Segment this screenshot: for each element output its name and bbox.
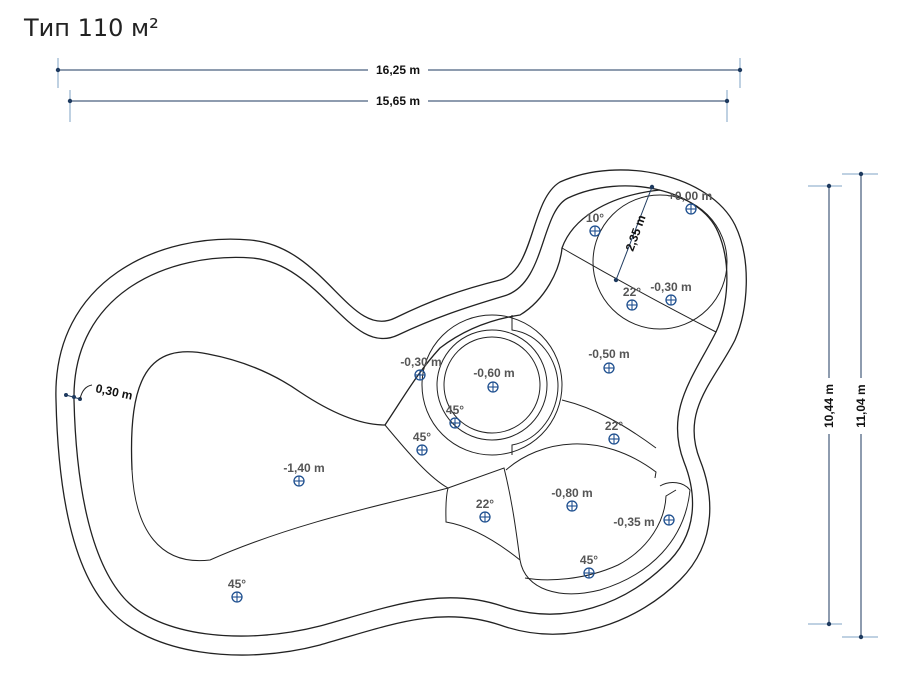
round-step-mid [436,329,548,441]
deep-zone-wall [131,424,450,562]
inner-width-label: 10,44 m [822,384,836,428]
svg-text:45°: 45° [413,430,431,444]
depth-marker-d5: -0,60 m [473,366,515,393]
angle-marker-a8: 45° [228,577,246,603]
angle-marker-a5: 22° [605,419,623,445]
inner-length-label: 15,65 m [376,94,420,108]
middle-divider-1 [561,399,657,449]
depth-marker-d7: -0,80 m [551,486,593,512]
step-divider-lower [445,487,521,561]
depth-marker-d6: -1,40 m [283,461,325,487]
angle-marker-a2: 22° [623,285,641,311]
curved-steps-outer [519,482,691,595]
depth-marker-d8: -0,35 m [613,514,675,529]
svg-text:22°: 22° [605,419,623,433]
angle-marker-a3: 45° [446,403,464,429]
depth-marker-d4: -0,30 m [400,355,442,381]
pool-wall-inner-edge [73,185,728,637]
upper-spa-circle [592,194,728,330]
svg-text:-0,35 m: -0,35 m [613,515,654,529]
overall-length-dimension: 16,25 m [55,58,743,88]
svg-text:22°: 22° [623,285,641,299]
overall-width-dimension: 11,04 m [842,171,878,640]
inner-width-dimension: 10,44 m [808,183,842,627]
step-divider-22 [447,467,521,561]
svg-text:+0,00 m: +0,00 m [668,189,712,203]
overall-width-label: 11,04 m [854,384,868,427]
svg-text:-0,30 m: -0,30 m [400,355,441,369]
step-depth-marker: 2,35 m [613,184,655,283]
depth-marker-d3: -0,50 m [588,347,630,374]
round-step-notch [511,315,559,455]
svg-text:-0,30 m: -0,30 m [650,280,691,294]
middle-divider-2 [505,443,657,479]
angle-marker-a7: 45° [580,553,598,579]
wall-thickness-marker: 0,30 m [64,381,134,403]
svg-text:-0,80 m: -0,80 m [551,486,592,500]
step-depth-label: 2,35 m [623,213,649,253]
overall-length-label: 16,25 m [376,63,420,77]
upper-spa-divider [561,247,717,333]
angle-marker-a6: 22° [476,497,494,523]
svg-text:10°: 10° [586,211,604,225]
svg-text:-1,40 m: -1,40 m [283,461,324,475]
depth-marker-d1: +0,00 m [668,189,712,215]
svg-text:22°: 22° [476,497,494,511]
svg-text:45°: 45° [446,403,464,417]
svg-text:45°: 45° [228,577,246,591]
round-step-inner [443,336,541,434]
pool-outer-edge [55,169,747,656]
depth-marker-d2: -0,30 m [650,280,692,306]
inner-length-dimension: 15,65 m [67,90,730,122]
svg-text:-0,60 m: -0,60 m [473,366,514,380]
pool-water-line [130,189,661,471]
svg-text:-0,50 m: -0,50 m [588,347,629,361]
page-title: Тип 110 м² [24,14,159,42]
angle-marker-a1: 10° [586,211,604,237]
curved-steps-inner [524,489,677,581]
round-step-outer [421,314,563,456]
wall-thickness-label: 0,30 m [94,381,133,402]
angle-marker-a4: 45° [413,430,431,456]
svg-text:45°: 45° [580,553,598,567]
